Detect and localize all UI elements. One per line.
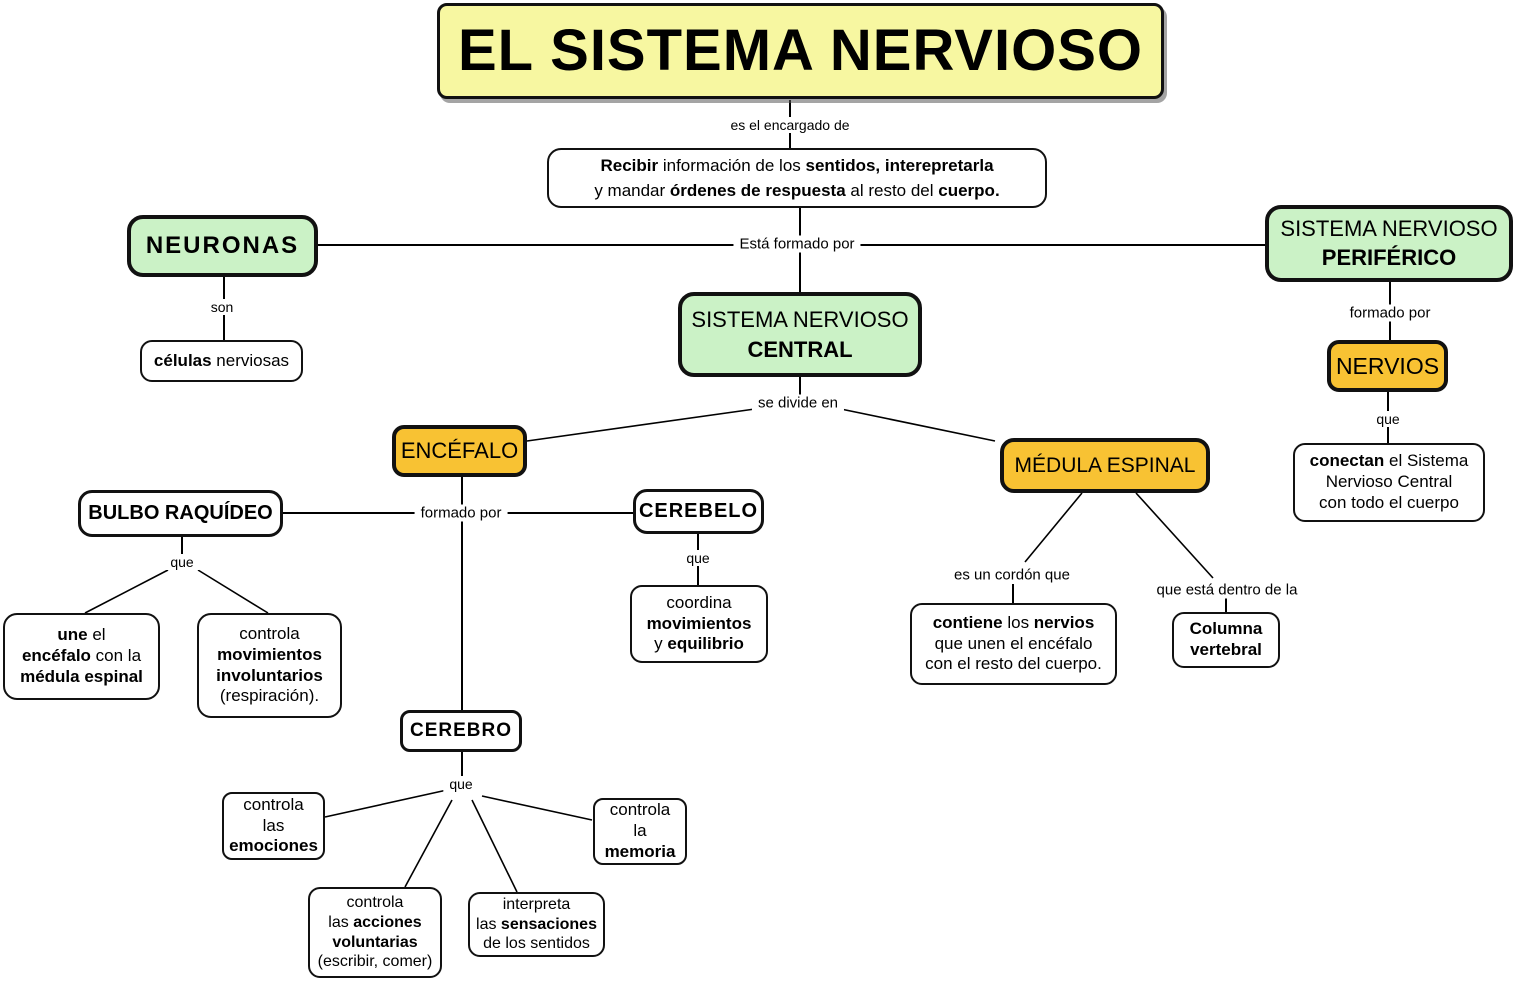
node-celulas-nerviosas: células nerviosas	[140, 340, 303, 382]
page-title: EL SISTEMA NERVIOSO	[457, 17, 1144, 83]
branch-lines	[84, 407, 1214, 893]
node-neuronas: NEURONAS	[127, 215, 318, 277]
node-cerebro: CEREBRO	[400, 710, 522, 752]
node-cerebelo: CEREBELO	[633, 489, 764, 534]
node-conectan-cuerpo: conectan el Sistema Nervioso Central con…	[1293, 443, 1485, 522]
edge-label-es-el-encargado-de: es el encargado de	[724, 117, 856, 133]
edge-label-son: son	[204, 299, 240, 315]
node-encefalo: ENCÉFALO	[392, 425, 527, 477]
node-contiene-nervios: contiene los nervios que unen el encéfal…	[910, 603, 1117, 685]
edge-label-que-nervios: que	[1370, 411, 1406, 427]
node-controla-memoria: controla la memoria	[593, 798, 687, 865]
node-descripcion: Recibir información de los sentidos, int…	[547, 148, 1047, 208]
node-medula-espinal: MÉDULA ESPINAL	[1000, 438, 1210, 493]
node-columna-vertebral: Columna vertebral	[1172, 612, 1280, 668]
node-bulbo-raquideo: BULBO RAQUÍDEO	[78, 490, 283, 537]
edge-label-que-bulbo: que	[164, 554, 200, 570]
edge-label-que-cerebro: que	[443, 776, 479, 792]
node-sistema-nervioso-periferico: SISTEMA NERVIOSO PERIFÉRICO	[1265, 205, 1513, 282]
node-sistema-nervioso-central: SISTEMA NERVIOSO CENTRAL	[678, 292, 922, 377]
node-controla-emociones: controla las emociones	[222, 792, 325, 860]
edge-label-que-cerebelo: que	[680, 550, 716, 566]
edge-label-se-divide-en: se divide en	[751, 394, 845, 412]
edge-label-que-esta-dentro-de-la: que está dentro de la	[1150, 581, 1304, 599]
title-box: EL SISTEMA NERVIOSO	[437, 3, 1164, 99]
node-acciones-voluntarias: controla las acciones voluntarias (escri…	[308, 887, 442, 978]
edge-label-esta-formado-por: Está formado por	[733, 235, 861, 253]
node-nervios: NERVIOS	[1327, 340, 1448, 392]
node-une-encefalo-medula: une el encéfalo con la médula espinal	[3, 613, 160, 700]
edge-label-formado-por-encefalo: formado por	[414, 504, 508, 522]
node-interpreta-sensaciones: interpreta las sensaciones de los sentid…	[468, 892, 605, 957]
edge-label-es-un-cordon-que: es un cordón que	[948, 566, 1076, 584]
node-movimientos-involuntarios: controla movimientos involuntarios (resp…	[197, 613, 342, 718]
edge-label-formado-por: formado por	[1343, 304, 1437, 322]
node-coordina-movimientos: coordina movimientos y equilibrio	[630, 585, 768, 663]
